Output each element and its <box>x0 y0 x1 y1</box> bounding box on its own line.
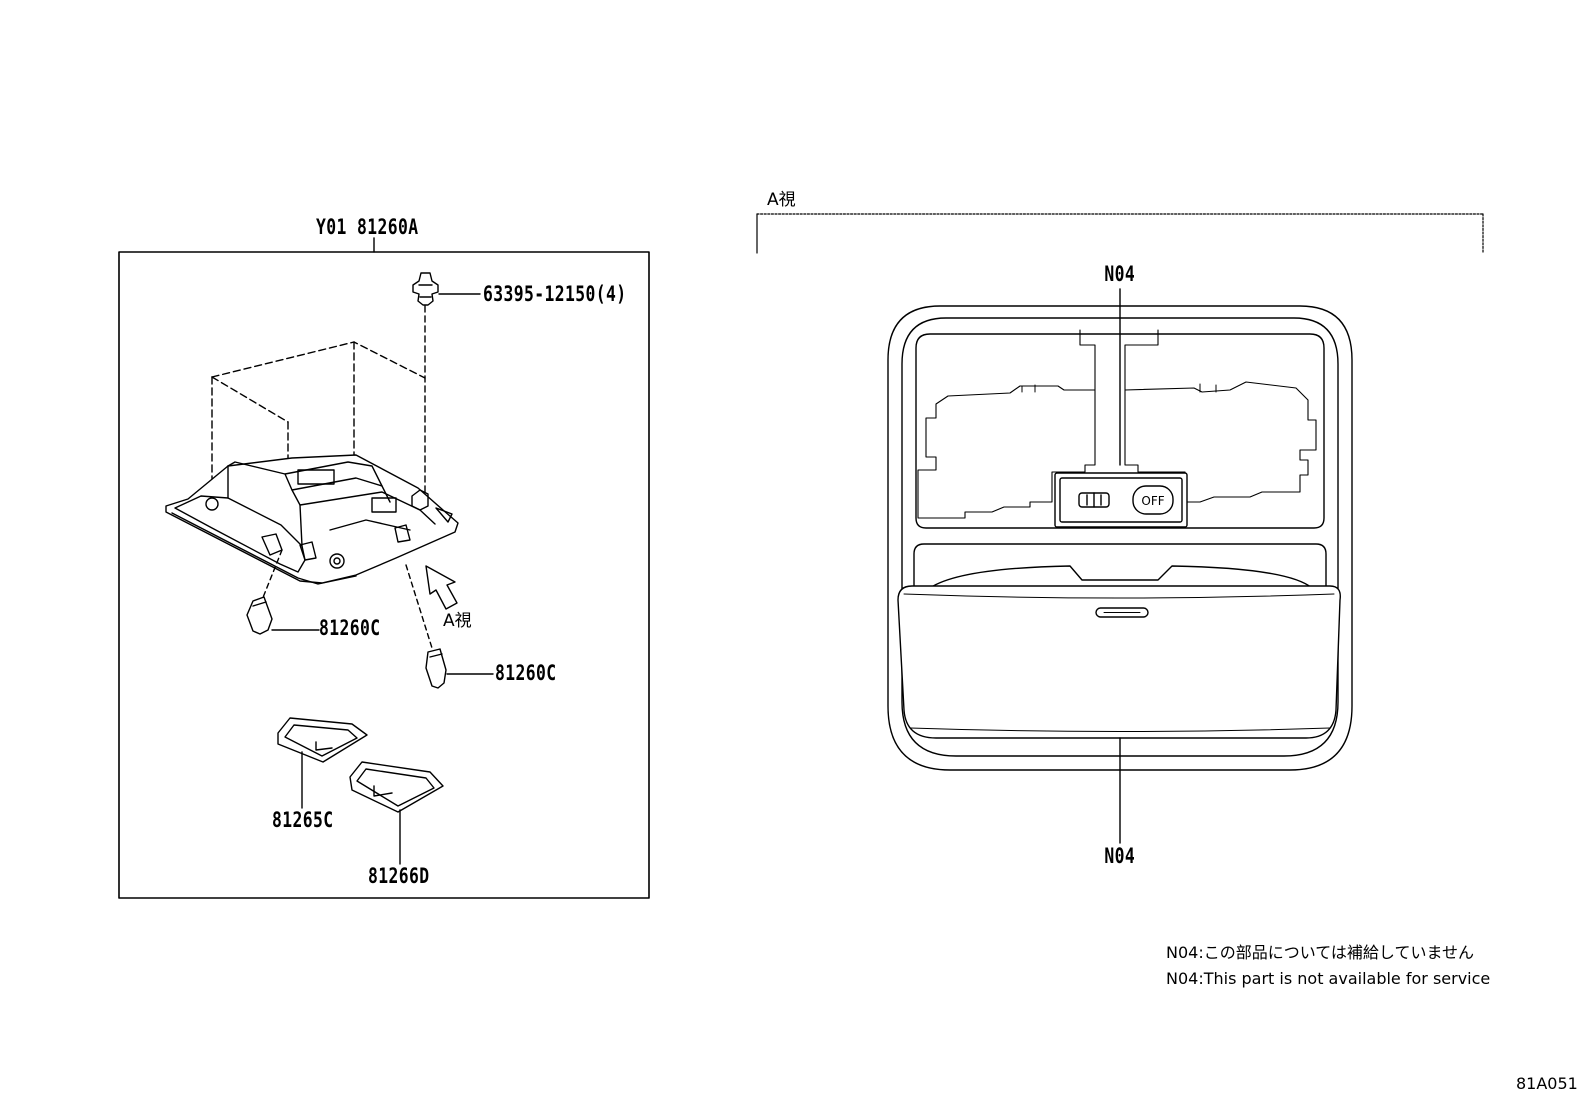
view-a-bracket <box>756 213 1484 254</box>
callout-bottom[interactable]: N04 <box>1104 844 1136 868</box>
note-english: N04:This part is not available for servi… <box>1166 969 1491 988</box>
part-label-lens-left[interactable]: 81265C <box>272 808 334 832</box>
part-label-lens-right[interactable]: 81266D <box>368 864 430 888</box>
bulb-left <box>246 549 320 635</box>
callout-top[interactable]: N04 <box>1104 262 1136 286</box>
sunglass-holder-door <box>897 585 1341 739</box>
part-label-bulb-left[interactable]: 81260C <box>319 616 381 640</box>
lamp-housing <box>165 454 459 585</box>
part-label-bulb-right[interactable]: 81260C <box>495 661 557 685</box>
switch-module: OFF <box>1054 472 1188 528</box>
circuit-board-left <box>917 329 1096 519</box>
console-view: OFF <box>887 305 1353 771</box>
clip-part <box>412 272 481 306</box>
console-bezel-outer <box>887 305 1353 771</box>
bulb-right <box>405 564 494 689</box>
assembly-frame <box>118 251 650 899</box>
lower-opening <box>913 543 1327 591</box>
svg-text:OFF: OFF <box>1141 494 1164 508</box>
diagram-code: 81A051 <box>1516 1074 1578 1093</box>
group-label: Y01 81260A <box>316 215 419 239</box>
door-finger-grip <box>1095 607 1149 618</box>
view-a-arrow <box>425 565 458 610</box>
view-title: A視 <box>767 190 796 210</box>
circuit-board-right <box>1124 329 1317 503</box>
assembly-panel <box>118 237 650 899</box>
glasses-holder-top <box>929 565 1313 589</box>
lens-cover-right <box>349 761 444 865</box>
part-label-clip[interactable]: 63395-12150(4) <box>483 282 627 306</box>
note-japanese: N04:この部品については補給していません <box>1166 943 1474 962</box>
console-bezel-inner <box>901 317 1339 757</box>
off-button <box>1132 485 1174 515</box>
lens-cover-left <box>277 717 368 809</box>
view-arrow-label: A視 <box>443 611 472 631</box>
upper-opening <box>915 333 1325 529</box>
